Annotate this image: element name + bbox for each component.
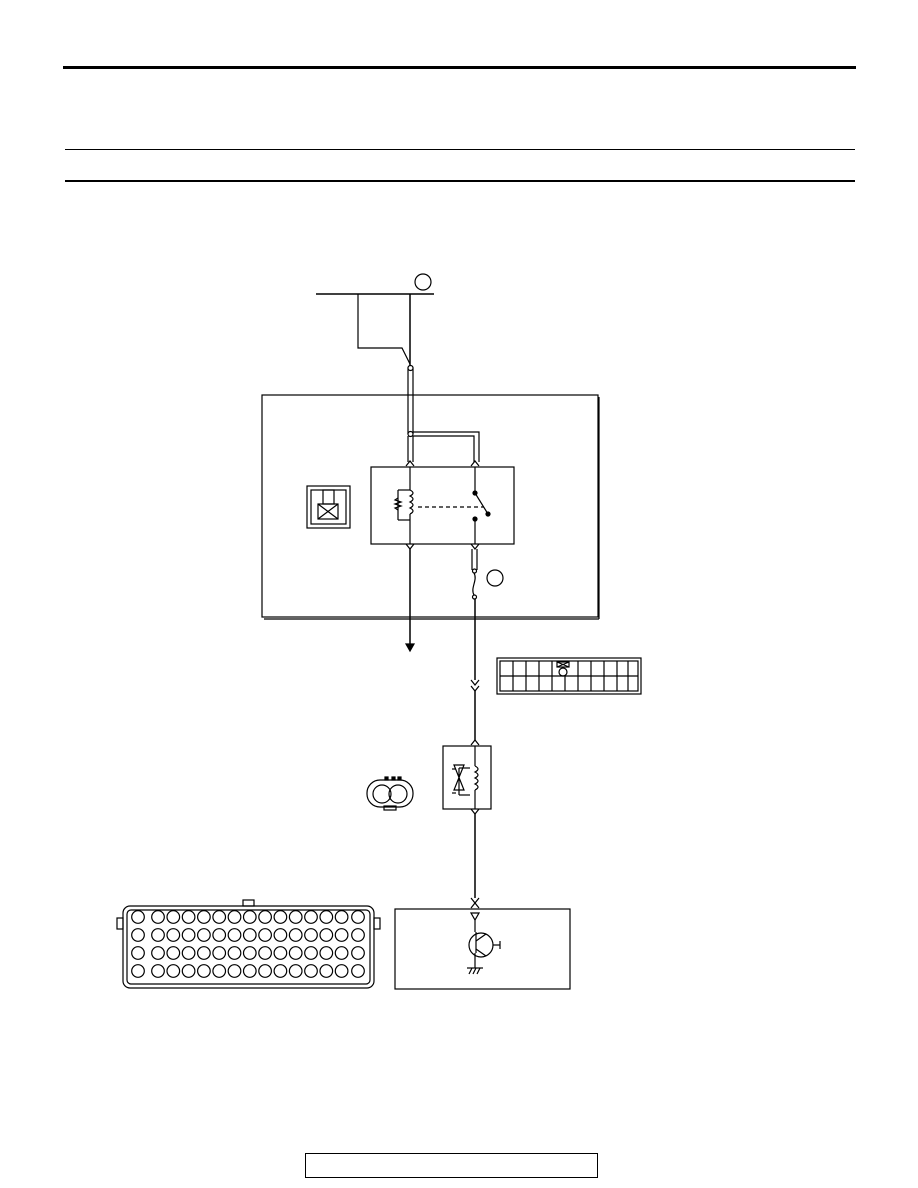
ecm-connector-pin (196, 946, 211, 960)
ecm-connector-pin (196, 910, 211, 924)
ecm-connector-pin (242, 910, 257, 924)
relay-box-outline (261, 394, 599, 618)
ecm-connector-pin (351, 946, 365, 960)
ecm-connector-pin (304, 964, 318, 978)
ecm-box (394, 908, 571, 990)
ecm-transistor (468, 932, 494, 958)
ecm-connector-pin (258, 946, 273, 960)
ecm-connector-pin (304, 928, 318, 942)
ecm-connector-pin (227, 928, 242, 942)
ecm-connector-pin (181, 964, 196, 978)
injector-coil (473, 765, 479, 791)
ecm-connector-pin (196, 964, 211, 978)
fuse-number-circle (414, 273, 432, 291)
ecm-connector-pin (273, 946, 288, 960)
ecm-connector-pin (319, 928, 334, 942)
ecm-connector-pin (151, 928, 165, 942)
ecm-connector-pin (151, 946, 165, 960)
ecm-connector-pin (212, 928, 227, 942)
fusible-link (472, 572, 476, 596)
ecm-connector-pin (304, 946, 318, 960)
ecm-connector-pin (319, 964, 334, 978)
ecm-connector-pin (242, 946, 257, 960)
fusible-link-number-circle (486, 569, 504, 587)
ecm-connector-pin (131, 928, 145, 942)
ecm-connector-pin (227, 946, 242, 960)
section-thin-rule (65, 149, 855, 150)
ecm-connector-pin (227, 910, 242, 924)
ecm-connector-pin (242, 928, 257, 942)
ecm-connector-pin (319, 946, 334, 960)
intermediate-connector-icon (496, 657, 642, 695)
ecm-connector-pin (304, 910, 318, 924)
ecm-connector-pin (288, 964, 303, 978)
ecm-connector-pin (351, 964, 365, 978)
relay-coil (408, 489, 414, 515)
ecm-connector-pin (212, 946, 227, 960)
ecm-connector-pin (151, 910, 165, 924)
ecm-connector-pin (334, 910, 349, 924)
ecm-connector-pin (273, 910, 288, 924)
relay-housing (370, 466, 515, 545)
injector-housing (442, 745, 492, 810)
ecm-connector-pin (181, 928, 196, 942)
ecm-connector-pin (273, 928, 288, 942)
ecm-connector-pin (131, 964, 145, 978)
relay-switch-blade (474, 492, 489, 515)
ecm-connector-pin (334, 928, 349, 942)
ecm-connector-pin (212, 964, 227, 978)
ecm-connector-pin (166, 946, 181, 960)
ecm-connector-pin (181, 910, 196, 924)
ecm-connector-pin (258, 928, 273, 942)
ecm-connector-pin (196, 928, 211, 942)
injector-connector-icon (366, 776, 414, 811)
header-top-rule (63, 66, 856, 69)
ecm-connector-pin (166, 928, 181, 942)
coil-resistor (393, 497, 403, 511)
bus-drop-wire (357, 294, 411, 365)
ecm-connector-pin (242, 964, 257, 978)
ecm-connector-pin (181, 946, 196, 960)
ecm-connector-pin (151, 964, 165, 978)
ecm-connector-pin (334, 964, 349, 978)
ecm-connector-pin (319, 910, 334, 924)
ecm-connector-pin (288, 928, 303, 942)
ecm-connector-pin (227, 964, 242, 978)
ecm-connector-pin (212, 910, 227, 924)
ecm-connector-pin (288, 910, 303, 924)
ecm-connector-pin (351, 928, 365, 942)
section-thick-rule (65, 180, 855, 182)
ecm-connector-pin (351, 910, 365, 924)
ecm-connector-pin (334, 946, 349, 960)
ecm-connector-pin (166, 910, 181, 924)
ecm-connector-pin (166, 964, 181, 978)
injector-valve (453, 764, 465, 791)
ecm-connector-pin (131, 910, 145, 924)
ground-symbol (467, 967, 483, 975)
ecm-connector-pin (288, 946, 303, 960)
page-footer-box (305, 1153, 598, 1178)
ecm-connector-pin (131, 946, 145, 960)
relay-connector-icon (306, 485, 351, 529)
ecm-connector-icon (116, 899, 381, 989)
ecm-connector-pin (273, 964, 288, 978)
ecm-connector-pin (258, 964, 273, 978)
ecm-connector-pin (258, 910, 273, 924)
